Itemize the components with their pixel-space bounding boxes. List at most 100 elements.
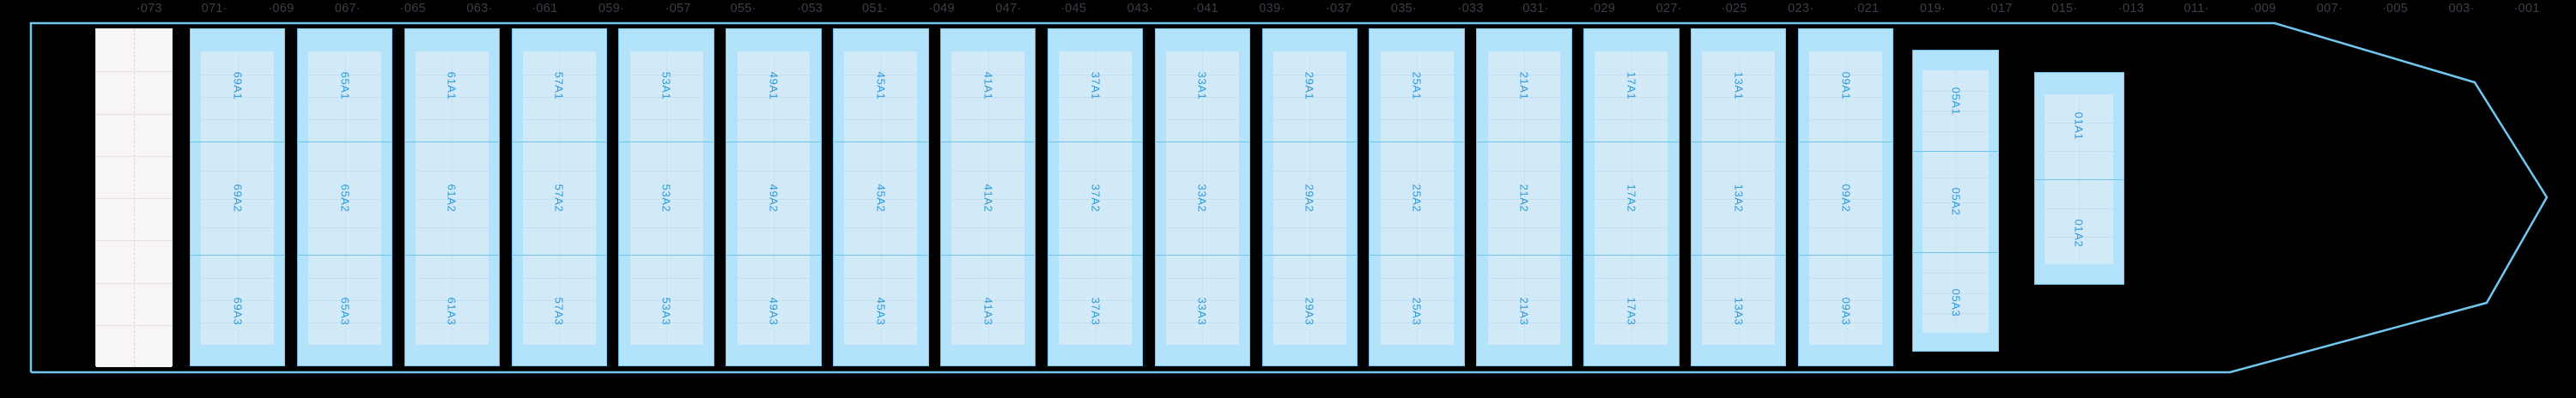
tier-slot-grid — [2044, 180, 2114, 265]
tier-65A3[interactable]: 65A3 — [297, 254, 392, 367]
tier-49A2[interactable]: 49A2 — [726, 142, 821, 255]
tier-65A1[interactable]: 65A1 — [298, 29, 392, 142]
tier-05A3[interactable]: 05A3 — [1913, 251, 1999, 353]
tier-61A3[interactable]: 61A3 — [404, 254, 500, 367]
tier-45A2[interactable]: 45A2 — [834, 142, 928, 255]
tier-49A3[interactable]: 49A3 — [726, 254, 821, 367]
tier-61A2[interactable]: 61A2 — [404, 142, 500, 255]
tier-slot-grid — [1702, 142, 1776, 255]
tier-61A1[interactable]: 61A1 — [405, 29, 499, 142]
tier-21A3[interactable]: 21A3 — [1477, 254, 1571, 367]
tier-slot-grid — [96, 29, 172, 367]
tier-25A2[interactable]: 25A2 — [1370, 142, 1464, 255]
centreline-marker — [1417, 255, 1419, 345]
bay-number-tick: ·049 — [928, 2, 955, 15]
tier-53A1[interactable]: 53A1 — [619, 29, 713, 142]
tier-slot-grid — [737, 255, 811, 345]
centreline-marker — [1095, 142, 1097, 255]
tier-13A1[interactable]: 13A1 — [1692, 29, 1785, 142]
tier-45A3[interactable]: 45A3 — [834, 254, 928, 367]
tier-37A3[interactable]: 37A3 — [1048, 254, 1143, 367]
tier-09A1[interactable]: 09A1 — [1799, 29, 1893, 142]
tier-69A3[interactable]: 69A3 — [191, 254, 285, 367]
centreline-marker — [1955, 70, 1957, 152]
tier-29A1[interactable]: 29A1 — [1263, 29, 1357, 142]
tier-05A2[interactable]: 05A2 — [1913, 151, 1999, 252]
tier-09A2[interactable]: 09A2 — [1798, 142, 1893, 255]
centreline-marker — [237, 142, 239, 255]
tier-33A1[interactable]: 33A1 — [1156, 29, 1249, 142]
tier-69A2[interactable]: 69A2 — [191, 142, 285, 255]
tier-slot-grid — [1166, 142, 1239, 255]
tier-57A1[interactable]: 57A1 — [513, 29, 606, 142]
bay-number-tick: ·009 — [2250, 2, 2276, 15]
tier-25A3[interactable]: 25A3 — [1370, 254, 1464, 367]
tier-21A2[interactable]: 21A2 — [1477, 142, 1571, 255]
tier-41A3[interactable]: 41A3 — [941, 254, 1036, 367]
tier-slot-grid — [415, 51, 489, 142]
tier-41A1[interactable]: 41A1 — [941, 29, 1035, 142]
tier-slot-grid — [1702, 255, 1776, 345]
tier-01A1[interactable]: 01A1 — [2035, 73, 2123, 179]
tier-17A3[interactable]: 17A3 — [1584, 254, 1679, 367]
tier-05A1[interactable]: 05A1 — [1913, 51, 1998, 152]
tier-slot-grid — [737, 142, 811, 255]
tier-09A3[interactable]: 09A3 — [1798, 254, 1893, 367]
centreline-marker — [1309, 142, 1311, 255]
tier-21A1[interactable]: 21A1 — [1477, 29, 1571, 142]
centreline-marker — [774, 142, 775, 255]
centreline-marker — [559, 51, 561, 142]
tier-29A3[interactable]: 29A3 — [1262, 254, 1357, 367]
tier-41A2[interactable]: 41A2 — [941, 142, 1036, 255]
tier-45A1[interactable]: 45A1 — [834, 29, 927, 142]
tier-57A3[interactable]: 57A3 — [512, 254, 606, 367]
tier-37A2[interactable]: 37A2 — [1048, 142, 1143, 255]
bay-number-tick: ·037 — [1325, 2, 1352, 15]
tier-slot-grid — [522, 255, 596, 345]
centreline-marker — [1524, 51, 1526, 142]
empty-hold-block[interactable] — [95, 28, 173, 367]
tier-slot-grid — [1923, 252, 1990, 333]
tier-49A1[interactable]: 49A1 — [726, 29, 820, 142]
tier-13A3[interactable]: 13A3 — [1692, 254, 1786, 367]
tier-65A2[interactable]: 65A2 — [297, 142, 392, 255]
tier-57A2[interactable]: 57A2 — [512, 142, 606, 255]
tier-empty[interactable] — [96, 29, 172, 367]
bay-number-tick: ·025 — [1721, 2, 1747, 15]
bay-number-tick: 003· — [2448, 2, 2475, 15]
tier-25A1[interactable]: 25A1 — [1370, 29, 1463, 142]
tier-53A2[interactable]: 53A2 — [619, 142, 714, 255]
centreline-marker — [237, 51, 239, 142]
tier-slot-grid — [951, 255, 1025, 345]
tier-33A3[interactable]: 33A3 — [1155, 254, 1250, 367]
bay-number-tick: 015· — [2051, 2, 2078, 15]
tier-29A2[interactable]: 29A2 — [1262, 142, 1357, 255]
tier-53A3[interactable]: 53A3 — [619, 254, 714, 367]
tier-69A1[interactable]: 69A1 — [191, 29, 284, 142]
tier-17A1[interactable]: 17A1 — [1584, 29, 1678, 142]
tier-37A1[interactable]: 37A1 — [1048, 29, 1142, 142]
bay-number-tick: ·029 — [1589, 2, 1616, 15]
tier-13A2[interactable]: 13A2 — [1692, 142, 1786, 255]
tier-17A2[interactable]: 17A2 — [1584, 142, 1679, 255]
tier-33A2[interactable]: 33A2 — [1155, 142, 1250, 255]
tier-01A2[interactable]: 01A2 — [2034, 179, 2123, 286]
